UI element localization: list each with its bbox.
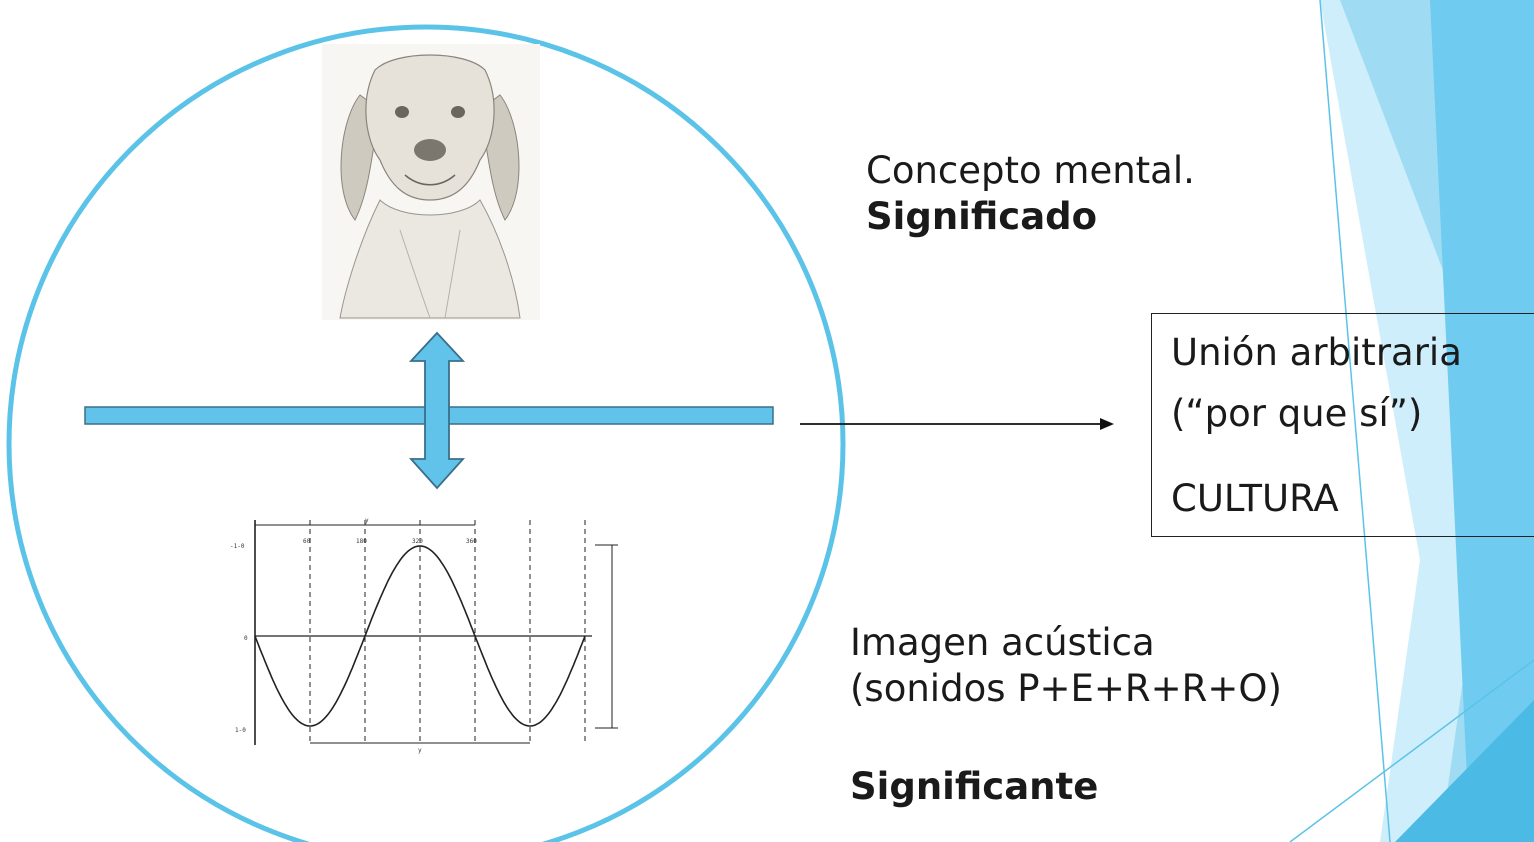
signifier-title: Significante (850, 765, 1099, 808)
acoustic-sounds: (sonidos P+E+R+R+O) (850, 667, 1282, 710)
decorative-side-panel (1289, 0, 1534, 842)
acoustic-line: Imagen acústica (850, 621, 1155, 664)
wave-tick-label: 60 (303, 538, 311, 545)
acoustic-image-label: Imagen acústica (sonidos P+E+R+R+O) (850, 620, 1282, 712)
dog-drawing-image (322, 44, 540, 320)
connector-arrow (800, 418, 1114, 430)
wave-left-label: -1-0 (230, 543, 245, 550)
concept-line: Concepto mental. (866, 149, 1195, 192)
wave-tick-label: 360 (466, 538, 477, 545)
sign-circle (6, 24, 846, 842)
wave-left-label: 0 (244, 635, 248, 642)
signified-label: Concepto mental. Significado (866, 148, 1195, 240)
wave-left-label: 1-0 (235, 727, 246, 734)
sound-wave-diagram (254, 520, 618, 745)
arbitrary-union-title: Unión arbitraria (1171, 331, 1462, 374)
wave-tick-label: 320 (412, 538, 423, 545)
wave-label-y-bottom: y (418, 747, 422, 754)
wave-label-y-top: y (365, 517, 369, 524)
wave-tick-label: 180 (356, 538, 367, 545)
arbitrary-union-note: (“por que sí”) (1171, 392, 1423, 435)
double-arrow (408, 331, 466, 490)
culture-label: CULTURA (1171, 477, 1339, 520)
arbitrary-union-box (1151, 313, 1534, 537)
signified-title: Significado (866, 195, 1098, 238)
